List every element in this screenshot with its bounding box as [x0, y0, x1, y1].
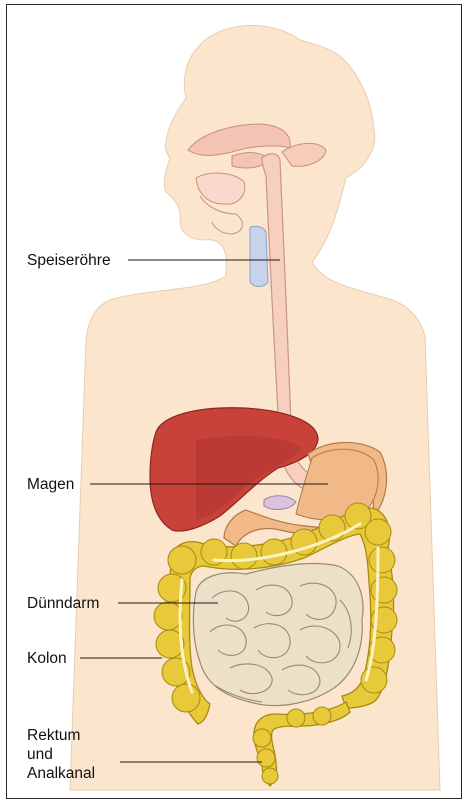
- label-rectum-line2: und: [27, 745, 122, 764]
- label-rectum-line3: Analkanal: [27, 764, 122, 783]
- label-rectum-line1: Rektum: [27, 726, 122, 745]
- label-colon: Kolon: [27, 649, 67, 668]
- label-small-intestine: Dünndarm: [27, 594, 99, 613]
- label-stomach: Magen: [27, 475, 74, 494]
- small-intestine: [193, 564, 363, 706]
- label-esophagus: Speiseröhre: [27, 251, 111, 270]
- trachea: [250, 226, 268, 286]
- label-rectum-anal-canal: Rektum und Analkanal: [27, 726, 122, 783]
